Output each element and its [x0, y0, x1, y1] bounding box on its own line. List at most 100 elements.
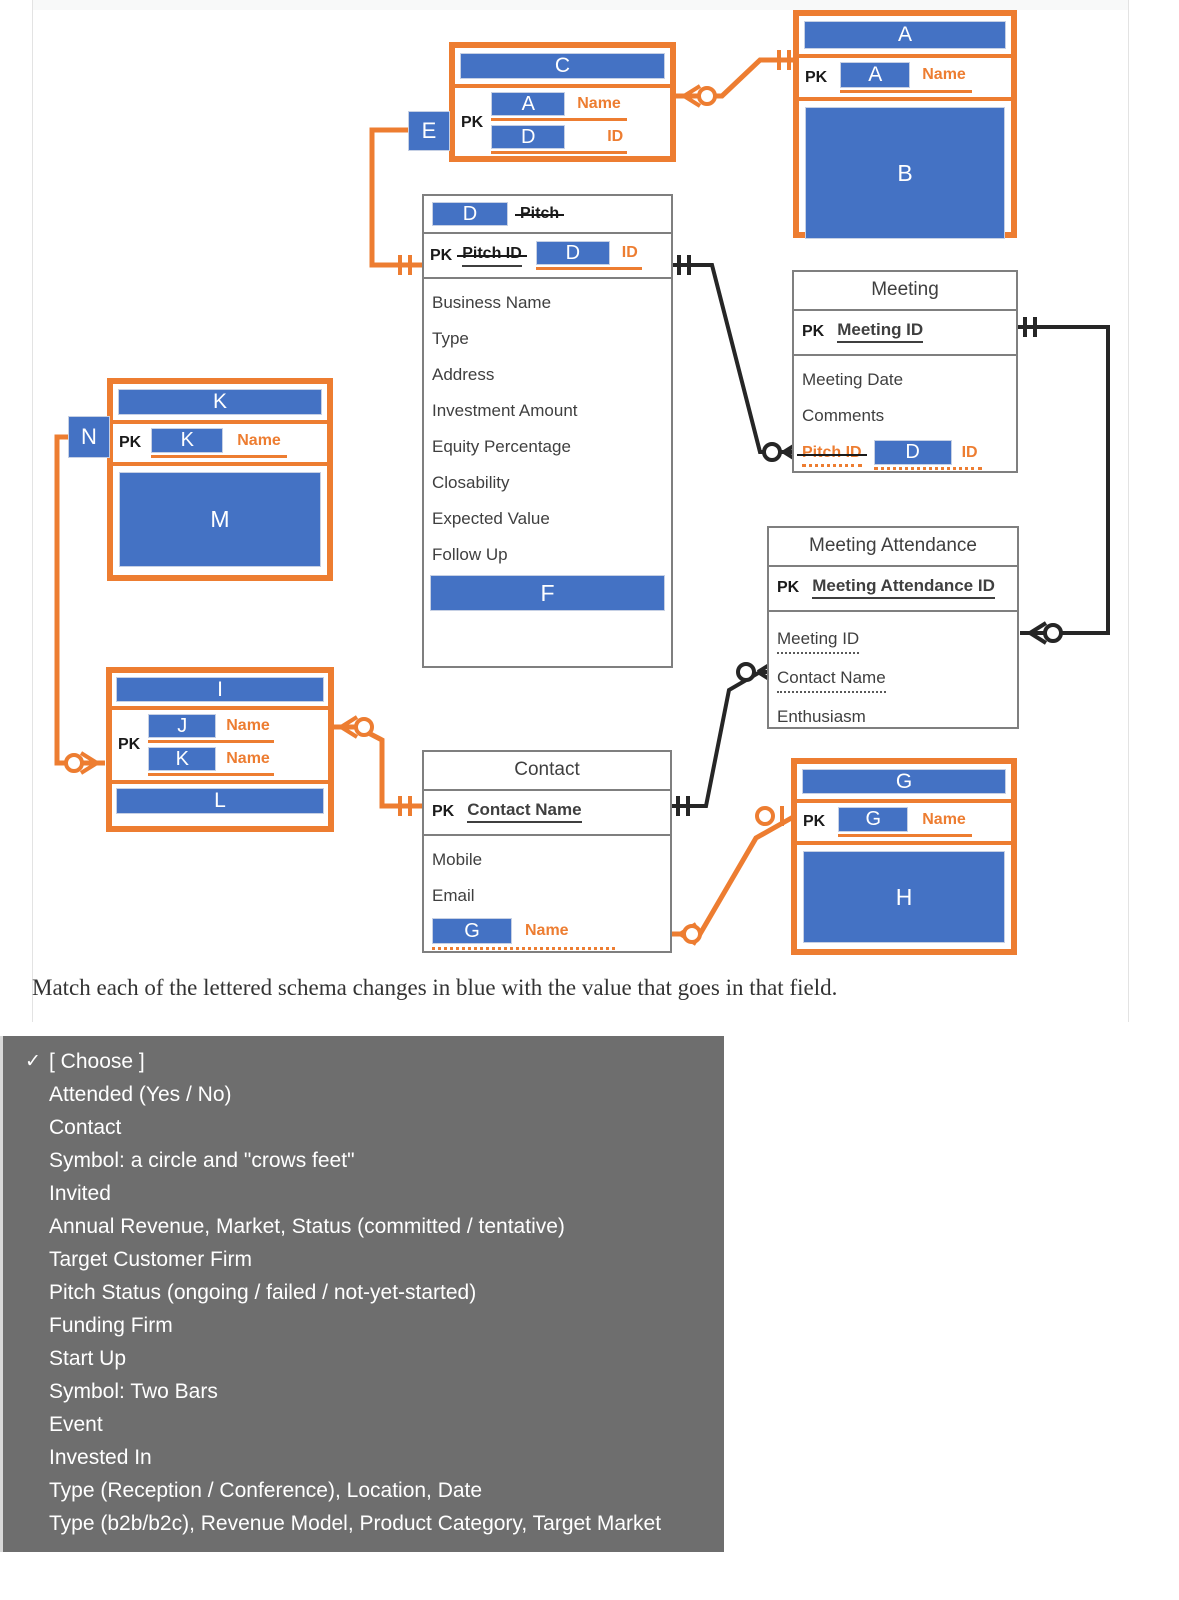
- pitch-attr-6: Expected Value: [432, 509, 550, 528]
- dropdown-option-label: Type (b2b/b2c), Revenue Model, Product C…: [49, 1511, 662, 1535]
- ma-pk-name: Meeting Attendance ID: [812, 576, 995, 599]
- blank-k-pk[interactable]: K: [151, 428, 224, 453]
- meeting-fk-suffix: ID: [961, 443, 978, 461]
- dropdown-option-label: Target Customer Firm: [49, 1247, 253, 1271]
- blank-d-meeting-fk[interactable]: D: [873, 440, 952, 465]
- twobars-a: [777, 50, 791, 70]
- diagram-top-strip: [32, 0, 1129, 10]
- g-pk-suffix: Name: [922, 810, 966, 828]
- dropdown-option[interactable]: Target Customer Firm: [3, 1243, 724, 1276]
- pitch-attr-1: Type: [432, 329, 469, 348]
- blank-b-body[interactable]: B: [805, 107, 1005, 239]
- twobars-pitch-right: [677, 255, 691, 275]
- entity-meeting-attendance[interactable]: Meeting Attendance PK Meeting Attendance…: [767, 526, 1019, 729]
- blank-i-title[interactable]: I: [116, 677, 324, 702]
- pitch-attr-5: Closability: [432, 473, 510, 492]
- blank-g-title[interactable]: G: [802, 769, 1006, 794]
- dropdown-option-label: Contact: [49, 1115, 122, 1139]
- k-pk-wrap: K Name: [151, 428, 287, 458]
- crowsfoot-c-a: [682, 84, 717, 108]
- entity-meeting[interactable]: Meeting PK Meeting ID Meeting Date Comme…: [792, 270, 1018, 473]
- blank-d-pitch-pk[interactable]: D: [535, 241, 610, 265]
- pitch-attr-7: Follow Up: [432, 545, 508, 564]
- crowsfoot-ma-right: [1028, 621, 1063, 645]
- check-icon-placeholder: [25, 1117, 49, 1139]
- entity-g-h[interactable]: G PK G Name H: [791, 758, 1017, 955]
- blank-g-contact-fk[interactable]: G: [432, 918, 512, 944]
- c-row1-suffix: ID: [607, 128, 624, 145]
- blank-c-row0[interactable]: A: [491, 92, 566, 116]
- ma-attr-1: Contact Name: [769, 660, 1017, 699]
- entity-i-pk-row: PK J Name K Name: [112, 710, 328, 784]
- entity-k-m[interactable]: K PK K Name M: [107, 378, 333, 581]
- entity-c[interactable]: C PK A Name D ID: [449, 42, 676, 162]
- dropdown-option[interactable]: Annual Revenue, Market, Status (committe…: [3, 1210, 724, 1243]
- blank-l-body[interactable]: L: [116, 788, 324, 814]
- blank-c-title[interactable]: C: [460, 53, 665, 79]
- blank-g-pk[interactable]: G: [838, 807, 909, 832]
- blank-n-connector-tag[interactable]: N: [68, 416, 110, 458]
- dropdown-option[interactable]: Invited: [3, 1177, 724, 1210]
- dropdown-option-label: Funding Firm: [49, 1313, 173, 1337]
- blank-f-pitch-body[interactable]: F: [430, 575, 665, 611]
- entity-pitch-pk-row: PK Pitch ID D ID: [424, 234, 671, 279]
- entity-pitch[interactable]: D Pitch PK Pitch ID D ID Business Name T…: [422, 194, 673, 668]
- ma-attr-2: Enthusiasm: [777, 707, 866, 726]
- entity-contact[interactable]: Contact PK Contact Name Mobile Email G N…: [422, 750, 672, 953]
- entity-a-body: B: [799, 101, 1011, 245]
- content-left-border: [32, 0, 33, 1022]
- dropdown-option-label: Type (Reception / Conference), Location,…: [49, 1478, 483, 1502]
- entity-i[interactable]: I PK J Name K Name L: [106, 667, 334, 832]
- check-icon: ✓: [25, 1051, 41, 1072]
- dropdown-option[interactable]: Symbol: a circle and "crows feet": [3, 1144, 724, 1177]
- blank-c-row1[interactable]: D: [491, 125, 566, 149]
- blank-a-title[interactable]: A: [804, 21, 1006, 49]
- dropdown-option[interactable]: Start Up: [3, 1342, 724, 1375]
- dropdown-option[interactable]: Type (Reception / Conference), Location,…: [3, 1474, 724, 1507]
- i-row-1: K Name: [148, 747, 274, 776]
- dropdown-option[interactable]: Funding Firm: [3, 1309, 724, 1342]
- entity-g-body: H: [797, 845, 1011, 949]
- blank-m-body[interactable]: M: [119, 472, 321, 567]
- blank-a-pk[interactable]: A: [840, 62, 911, 88]
- entity-a-b[interactable]: A PK A Name B: [793, 10, 1017, 239]
- entity-c-pk-rows: A Name D ID: [491, 92, 628, 154]
- dropdown-option-label: Event: [49, 1412, 103, 1436]
- entity-k-title-row: K: [113, 384, 327, 424]
- check-icon-placeholder: [25, 1480, 49, 1502]
- check-icon-placeholder: [25, 1414, 49, 1436]
- entity-i-pk-rows: J Name K Name: [148, 714, 274, 776]
- blank-k-title[interactable]: K: [118, 389, 322, 415]
- meeting-fk-row: Pitch ID D ID: [794, 434, 1016, 473]
- zeroone-g-left: [755, 806, 784, 826]
- c-row-0: A Name: [491, 92, 628, 121]
- dropdown-option[interactable]: Event: [3, 1408, 724, 1441]
- pitch-title-struck: Pitch: [514, 205, 565, 222]
- blank-h-body[interactable]: H: [803, 851, 1005, 943]
- meeting-pk-name: Meeting ID: [837, 320, 924, 343]
- blank-k-row1[interactable]: K: [148, 747, 217, 771]
- blank-j-row0[interactable]: J: [148, 714, 217, 738]
- dropdown-option[interactable]: Contact: [3, 1111, 724, 1144]
- dropdown-option[interactable]: Attended (Yes / No): [3, 1078, 724, 1111]
- c-row0-suffix: Name: [577, 95, 621, 112]
- entity-c-pk-row: PK A Name D ID: [455, 88, 670, 158]
- check-icon-placeholder: [25, 1216, 49, 1238]
- answer-dropdown-list[interactable]: ✓ [ Choose ] Attended (Yes / No) Contact…: [0, 1036, 724, 1552]
- contact-attr-0: Mobile: [432, 850, 483, 869]
- dropdown-option[interactable]: Invested In: [3, 1441, 724, 1474]
- dropdown-option[interactable]: Pitch Status (ongoing / failed / not-yet…: [3, 1276, 724, 1309]
- dropdown-option[interactable]: ✓ [ Choose ]: [3, 1045, 724, 1078]
- blank-d-pitch-title[interactable]: D: [432, 202, 508, 226]
- check-icon-placeholder: [25, 1084, 49, 1106]
- pk-label: PK: [803, 813, 826, 830]
- dropdown-option[interactable]: Type (b2b/b2c), Revenue Model, Product C…: [3, 1507, 724, 1540]
- check-icon-placeholder: [25, 1249, 49, 1271]
- entity-meeting-pk-row: PK Meeting ID: [794, 311, 1016, 356]
- entity-contact-title: Contact: [424, 752, 670, 791]
- dropdown-option[interactable]: Symbol: Two Bars: [3, 1375, 724, 1408]
- twobars-contact-right: [676, 796, 690, 816]
- contact-attr-1: Email: [432, 886, 475, 905]
- blank-e-connector-tag[interactable]: E: [408, 111, 450, 151]
